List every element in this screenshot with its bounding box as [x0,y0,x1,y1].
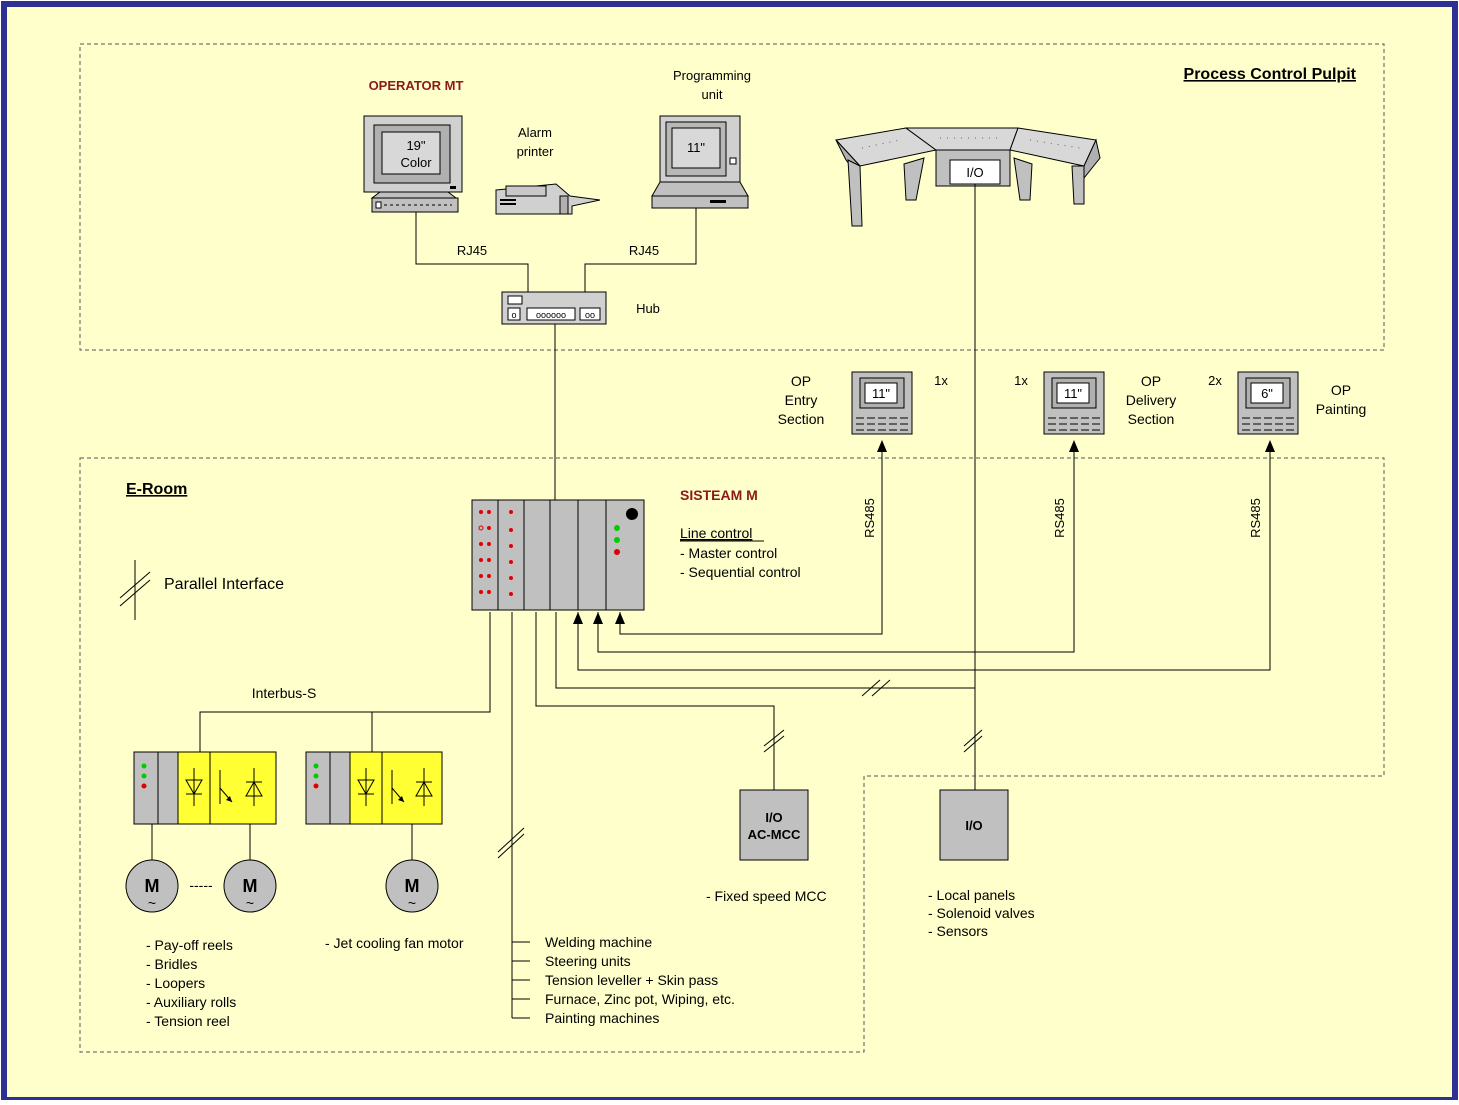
machine-item-4: Furnace, Zinc pot, Wiping, etc. [545,991,735,1007]
drive-1-item-4: - Auxiliary rolls [146,994,236,1010]
hub-ports-pair: oo [585,310,595,320]
programming-unit-label-2: unit [702,87,723,102]
drive-1-icon [133,751,277,825]
op-delivery-line-3: Section [1128,411,1175,427]
rs485-delivery-label: RS485 [1052,498,1067,538]
rj45-left-label: RJ45 [457,243,487,258]
laptop-icon [651,115,749,209]
eroom-boundary [79,457,1385,1053]
programming-unit-label-1: Programming [673,68,751,83]
monitor-color: Color [400,155,432,170]
op-entry-line-2: Entry [785,392,818,408]
machine-item-3: Tension leveller + Skin pass [545,972,718,988]
op-painting-panel [1237,371,1299,435]
op-delivery-line-1: OP [1141,373,1161,389]
line-control-item-2: - Sequential control [680,564,801,580]
drive-1-item-3: - Loopers [146,975,205,991]
parallel-interface-label: Parallel Interface [164,576,284,593]
op-painting-size: 6" [1261,386,1273,401]
machine-item-1: Welding machine [545,934,652,950]
op-entry-line-3: Section [778,411,825,427]
operator-pc-icon [363,115,463,213]
machine-item-5: Painting machines [545,1010,659,1026]
motor-dashes: ----- [189,877,213,893]
line-control-heading: Line control [680,525,752,541]
op-delivery-panel [1043,371,1105,435]
interbus-label: Interbus-S [252,685,317,701]
op-entry-line-1: OP [791,373,811,389]
io-local-label: I/O [965,818,982,833]
plc-rack-icon [471,499,645,611]
motor-2-label: M [243,876,258,896]
motor-3-icon [385,859,439,913]
alarm-printer-label-1: Alarm [518,125,552,140]
laptop-size: 11" [687,140,705,155]
eroom-title: E-Room [126,481,187,498]
io-acmcc-label-1: I/O [765,810,782,825]
local-item-1: - Local panels [928,887,1015,903]
op-entry-count: 1x [934,373,948,388]
drive-1-item-5: - Tension reel [146,1013,230,1029]
op-delivery-size: 11" [1064,386,1082,401]
machine-item-2: Steering units [545,953,631,969]
motor-3-label: M [405,876,420,896]
monitor-size: 19" [406,138,425,153]
motor-2-icon [223,859,277,913]
io-local-box [939,789,1009,861]
line-control-item-1: - Master control [680,545,777,561]
rs485-entry-label: RS485 [862,498,877,538]
op-delivery-line-2: Delivery [1126,392,1177,408]
hub-ports: oooooo [536,310,566,320]
drive-1-item-2: - Bridles [146,956,197,972]
op-painting-count: 2x [1208,373,1222,388]
op-painting-line-1: OP [1331,382,1351,398]
desk-io-label: I/O [966,165,983,180]
local-item-2: - Solenoid valves [928,905,1035,921]
desk-io-box [949,159,1001,185]
mcc-item: - Fixed speed MCC [706,888,827,904]
local-item-3: - Sensors [928,923,988,939]
hub-label: Hub [636,301,660,316]
hub-port-single: o [511,310,516,320]
operator-title: OPERATOR MT [369,78,464,93]
motor-1-label: M [145,876,160,896]
rs485-painting-label: RS485 [1248,498,1263,538]
motor-1-tilde: ~ [148,895,156,911]
drive-2-item: - Jet cooling fan motor [325,935,464,951]
hub-icon [501,291,607,325]
io-acmcc-box [739,789,809,861]
op-entry-panel [851,371,913,435]
drive-2-icon [305,751,443,825]
io-acmcc-label-2: AC-MCC [748,827,801,842]
op-delivery-count: 1x [1014,373,1028,388]
op-entry-size: 11" [872,386,890,401]
pulpit-boundary [79,43,1385,351]
alarm-printer-label-2: printer [517,144,555,159]
motor-3-tilde: ~ [408,895,416,911]
rj45-right-label: RJ45 [629,243,659,258]
sisteam-title: SISTEAM M [680,487,758,503]
op-painting-line-2: Painting [1316,401,1367,417]
printer-icon [495,183,601,215]
drive-1-item-1: - Pay-off reels [146,937,233,953]
motor-2-tilde: ~ [246,895,254,911]
pulpit-title: Process Control Pulpit [1184,66,1357,83]
motor-1-icon [125,859,179,913]
